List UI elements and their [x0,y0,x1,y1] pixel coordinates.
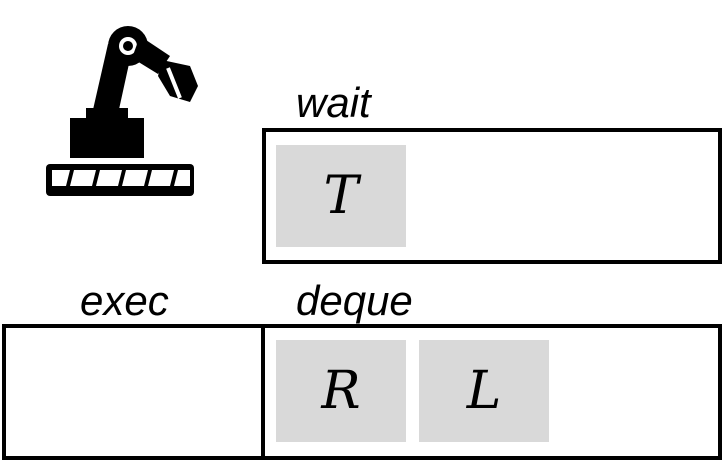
wait-label: wait [296,79,371,126]
deque-item-l: L [419,340,549,442]
exec-deque-divider [261,324,265,460]
exec-label: exec [80,277,169,324]
deque-label: deque [296,277,413,324]
robot-arm-icon [46,26,198,196]
deque-item-r: R [276,340,406,442]
wait-item-t: T [276,145,406,247]
